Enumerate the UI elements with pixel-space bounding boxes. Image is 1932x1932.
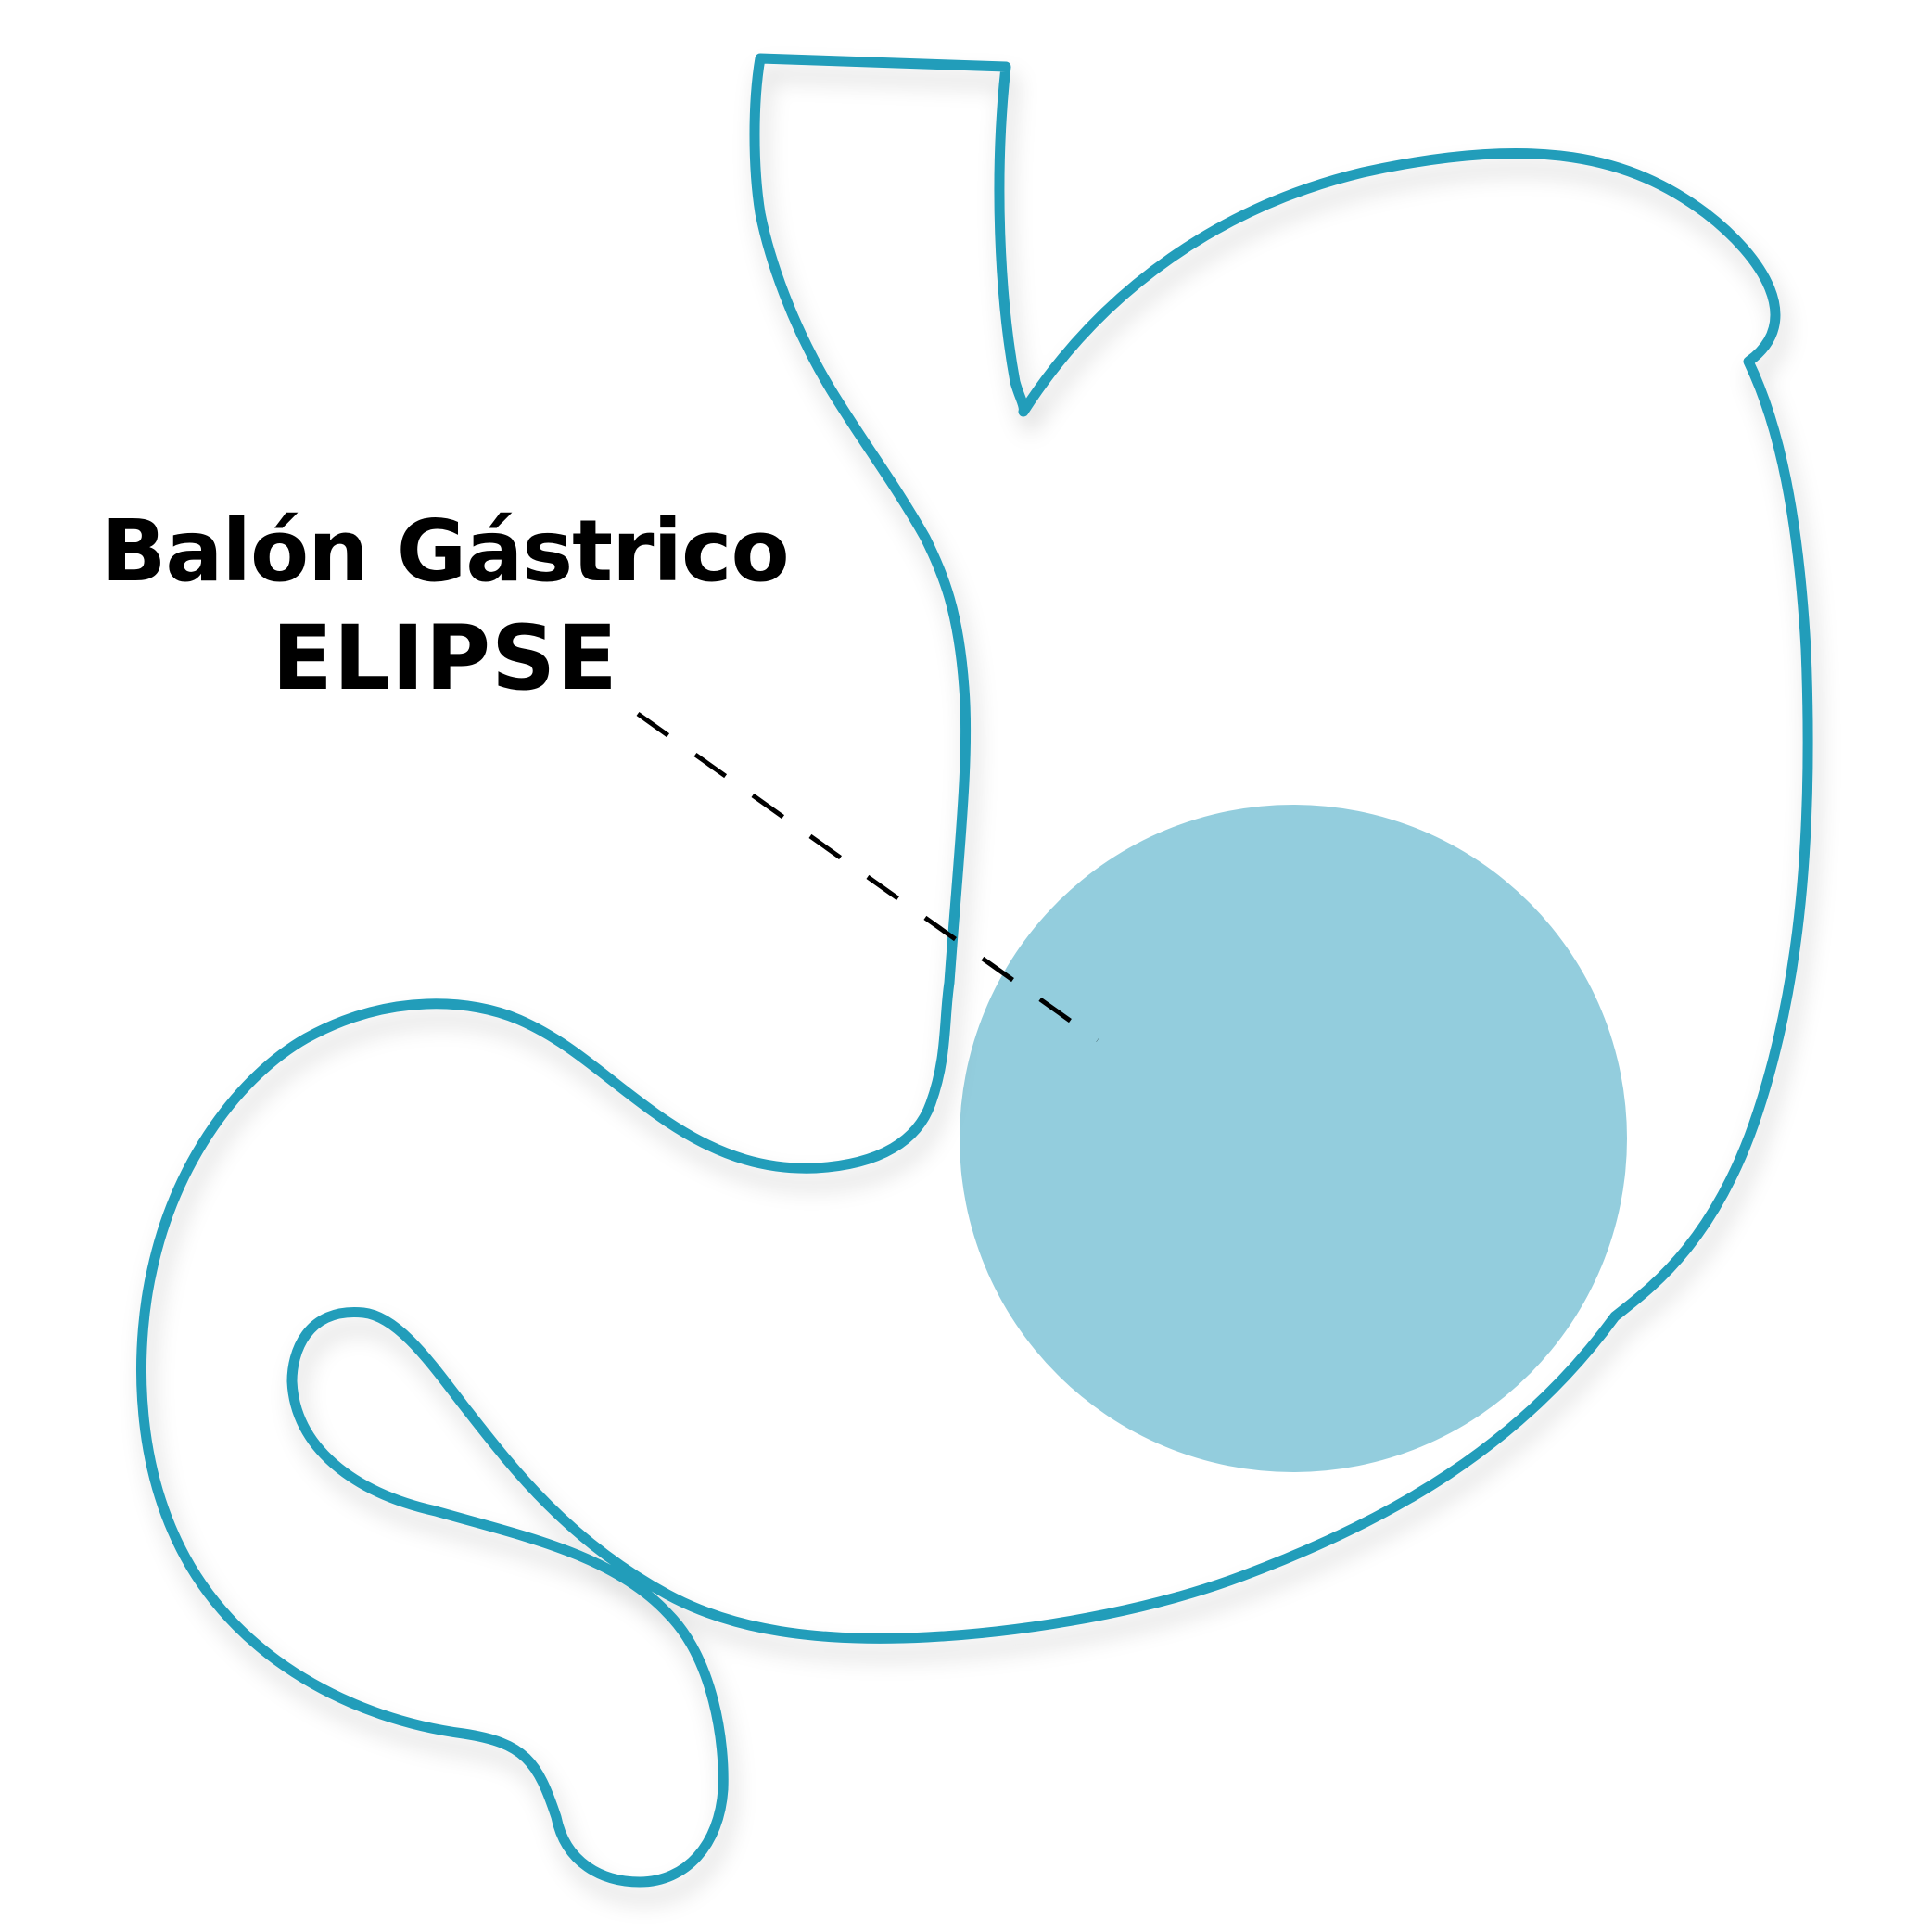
label-title: Balón Gástrico <box>101 502 789 601</box>
leader-line <box>636 711 1099 1043</box>
label-product-name: ELIPSE <box>272 606 618 710</box>
balloon-label: Balón Gástrico ELIPSE <box>93 501 797 714</box>
stomach-outline <box>136 53 1813 1888</box>
gastric-balloon <box>960 805 1627 1472</box>
